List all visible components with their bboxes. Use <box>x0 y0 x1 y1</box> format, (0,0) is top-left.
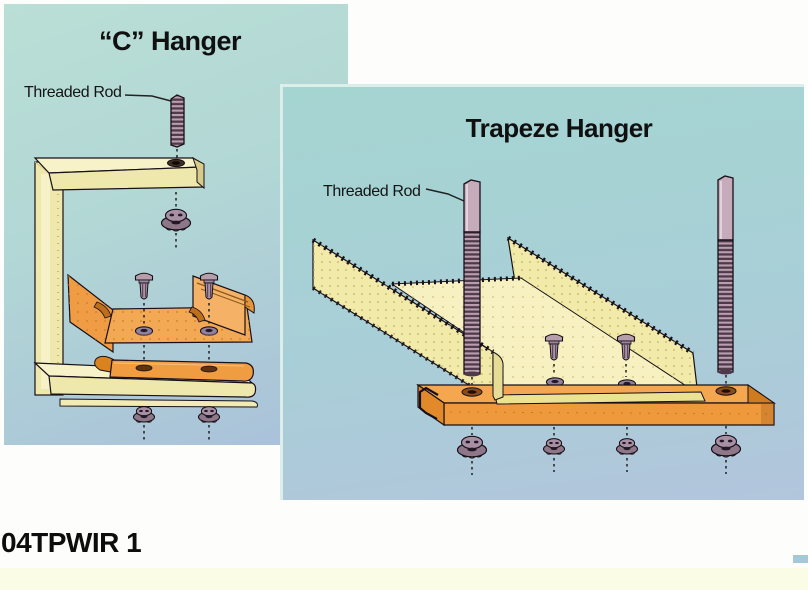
hex-nut <box>197 406 221 424</box>
artifact-fragment <box>793 555 808 563</box>
flange-nut <box>710 434 742 458</box>
near-wall-end-fold <box>492 351 504 401</box>
figure-caption: 04TPWIR 1 <box>1 527 142 558</box>
trapeze-hanger-title: Trapeze Hanger <box>465 113 653 143</box>
threaded-rod-right <box>717 175 734 375</box>
cable-tray-section <box>67 273 255 354</box>
bolt <box>134 272 154 300</box>
strut-c-profile <box>418 386 439 420</box>
flange-nut <box>456 435 488 459</box>
hex-nut <box>615 438 639 456</box>
c-bracket-top-arm <box>33 156 205 191</box>
trapeze-hanger-diagram <box>311 175 776 475</box>
flange-nut <box>160 208 192 232</box>
trapeze-hanger-panel: Trapeze Hanger Threaded Rod <box>280 84 804 500</box>
hex-nut <box>542 438 566 456</box>
label-connector-line <box>425 188 465 202</box>
c-hanger-title: “C” Hanger <box>98 26 242 56</box>
hex-nut <box>132 406 156 424</box>
c-hanger-diagram <box>33 94 258 440</box>
threaded-rod-label-trapeze: Threaded Rod <box>323 183 421 200</box>
tray-near-wall <box>311 237 495 402</box>
washer <box>199 326 219 336</box>
tray-bottom-lip <box>494 391 706 405</box>
washer <box>134 326 154 336</box>
strut-channel-bar <box>416 383 776 427</box>
bottom-strip <box>0 568 808 590</box>
threaded-rod-label-c: Threaded Rod <box>24 84 122 101</box>
hold-down-strap <box>94 355 254 382</box>
threaded-rod-left <box>463 179 481 377</box>
bottom-arm-lip <box>59 398 258 408</box>
c-bracket-spine <box>34 161 64 396</box>
threaded-rod-c <box>170 94 185 148</box>
label-connector-line <box>124 94 172 102</box>
